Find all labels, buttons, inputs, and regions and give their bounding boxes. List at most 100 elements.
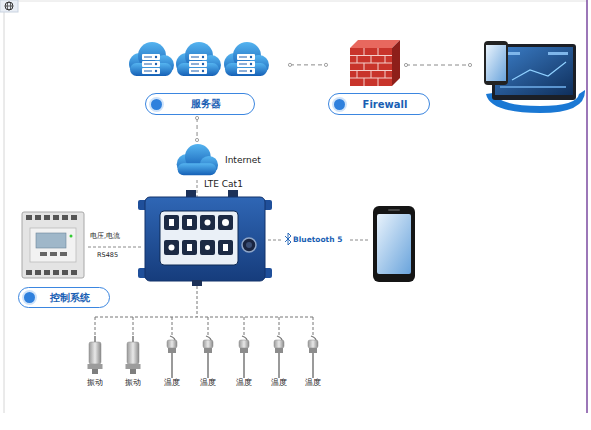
network-wire xyxy=(404,63,471,66)
power-meter xyxy=(22,212,84,278)
illustration-part xyxy=(285,233,291,245)
node-box: 温度 xyxy=(156,335,188,391)
bluetooth-link xyxy=(268,233,369,245)
illustration-part xyxy=(169,219,174,226)
illustration-part xyxy=(167,336,177,378)
illustration-part xyxy=(586,0,588,413)
annotation-label: 电压,电流 xyxy=(90,232,120,241)
annotation-label: RS485 xyxy=(97,251,118,259)
node-box: Internet xyxy=(165,140,270,180)
illustration-part xyxy=(22,212,84,278)
illustration-part xyxy=(373,206,415,282)
illustration-part xyxy=(364,63,365,71)
illustration-part xyxy=(62,215,68,220)
label-pill: 服务器 xyxy=(145,93,255,115)
node-box: 服务器 xyxy=(115,35,290,118)
sensor-label: 振动 xyxy=(73,377,117,388)
illustration-part xyxy=(95,317,313,318)
illustration-part xyxy=(378,63,379,71)
sensor-bus xyxy=(95,286,313,336)
node-box: 温度 xyxy=(192,335,224,391)
illustration-part xyxy=(364,48,365,56)
connector-end-dot xyxy=(195,116,198,119)
illustration-part xyxy=(404,63,407,66)
illustration-part xyxy=(279,317,280,336)
dashed-connector xyxy=(288,63,327,66)
connector-end-dot xyxy=(195,138,198,141)
illustration-part xyxy=(468,63,471,66)
illustration-part xyxy=(200,215,215,230)
illustration-part xyxy=(246,242,252,248)
illustration-part xyxy=(182,240,197,255)
illustration-part xyxy=(53,215,59,220)
illustration-part xyxy=(486,45,506,81)
illustration-part xyxy=(4,412,587,414)
illustration-part xyxy=(406,65,470,66)
illustration-part xyxy=(377,214,411,274)
sensor-label: 温度 xyxy=(257,377,301,388)
illustration-part xyxy=(5,2,13,10)
illustration-part xyxy=(35,270,41,275)
illustration-part xyxy=(200,240,215,255)
illustration-part xyxy=(242,238,256,252)
illustration-part xyxy=(192,280,202,286)
illustration-part xyxy=(5,6,13,7)
illustration-part xyxy=(392,40,400,86)
node-box: 温度 xyxy=(297,335,329,391)
illustration-part xyxy=(169,219,230,251)
illustration-part xyxy=(357,56,358,64)
illustration-part xyxy=(512,62,566,80)
illustration-part xyxy=(308,336,318,378)
pill-dot xyxy=(151,99,162,110)
annotation-label: Bluetooth 5 xyxy=(293,235,342,244)
illustration-part xyxy=(35,215,41,220)
illustration-part xyxy=(71,270,77,275)
sensor-icons xyxy=(88,336,319,378)
node-box: 振动 xyxy=(79,335,111,391)
illustration-part xyxy=(26,270,32,275)
illustration-part xyxy=(239,336,249,378)
node-label: Internet xyxy=(225,155,261,165)
cloud-server-icons xyxy=(129,42,269,76)
illustration-part xyxy=(164,215,179,230)
node-box: 振动 xyxy=(117,335,149,391)
connector-line xyxy=(290,64,326,65)
illustration-part xyxy=(205,220,211,226)
illustration-part xyxy=(44,270,50,275)
node-box: 温度 xyxy=(228,335,260,391)
illustration-part xyxy=(0,0,18,12)
illustration-part xyxy=(208,317,209,336)
illustration-part xyxy=(70,235,73,238)
illustration-part xyxy=(26,215,32,220)
pill-dot xyxy=(24,292,35,303)
sensor-label: 温度 xyxy=(291,377,335,388)
illustration-part xyxy=(244,317,245,336)
illustration-part xyxy=(223,244,228,251)
illustration-part xyxy=(350,48,392,86)
illustration-part xyxy=(36,233,66,248)
rs485-wire xyxy=(88,247,142,248)
sensor-label: 温度 xyxy=(150,377,194,388)
illustration-part xyxy=(172,317,173,336)
illustration-part xyxy=(205,245,210,250)
illustration-part xyxy=(126,336,141,374)
illustration-part xyxy=(44,215,50,220)
illustration-part xyxy=(350,40,400,48)
illustration-part xyxy=(357,71,358,79)
mobile-phone xyxy=(373,206,415,282)
illustration-part xyxy=(313,317,314,336)
illustration-part xyxy=(224,42,269,76)
illustration-part xyxy=(218,215,233,230)
illustration-part xyxy=(50,252,57,256)
illustration-part xyxy=(129,42,174,76)
illustration-part xyxy=(197,286,198,317)
illustration-part xyxy=(197,180,198,197)
illustration-part xyxy=(274,336,284,378)
illustration-part xyxy=(133,317,134,336)
pill-text: 服务器 xyxy=(179,97,221,111)
connector-end-dot xyxy=(288,63,291,66)
iot-gateway-device xyxy=(138,190,272,286)
sensor-label: 振动 xyxy=(111,377,155,388)
